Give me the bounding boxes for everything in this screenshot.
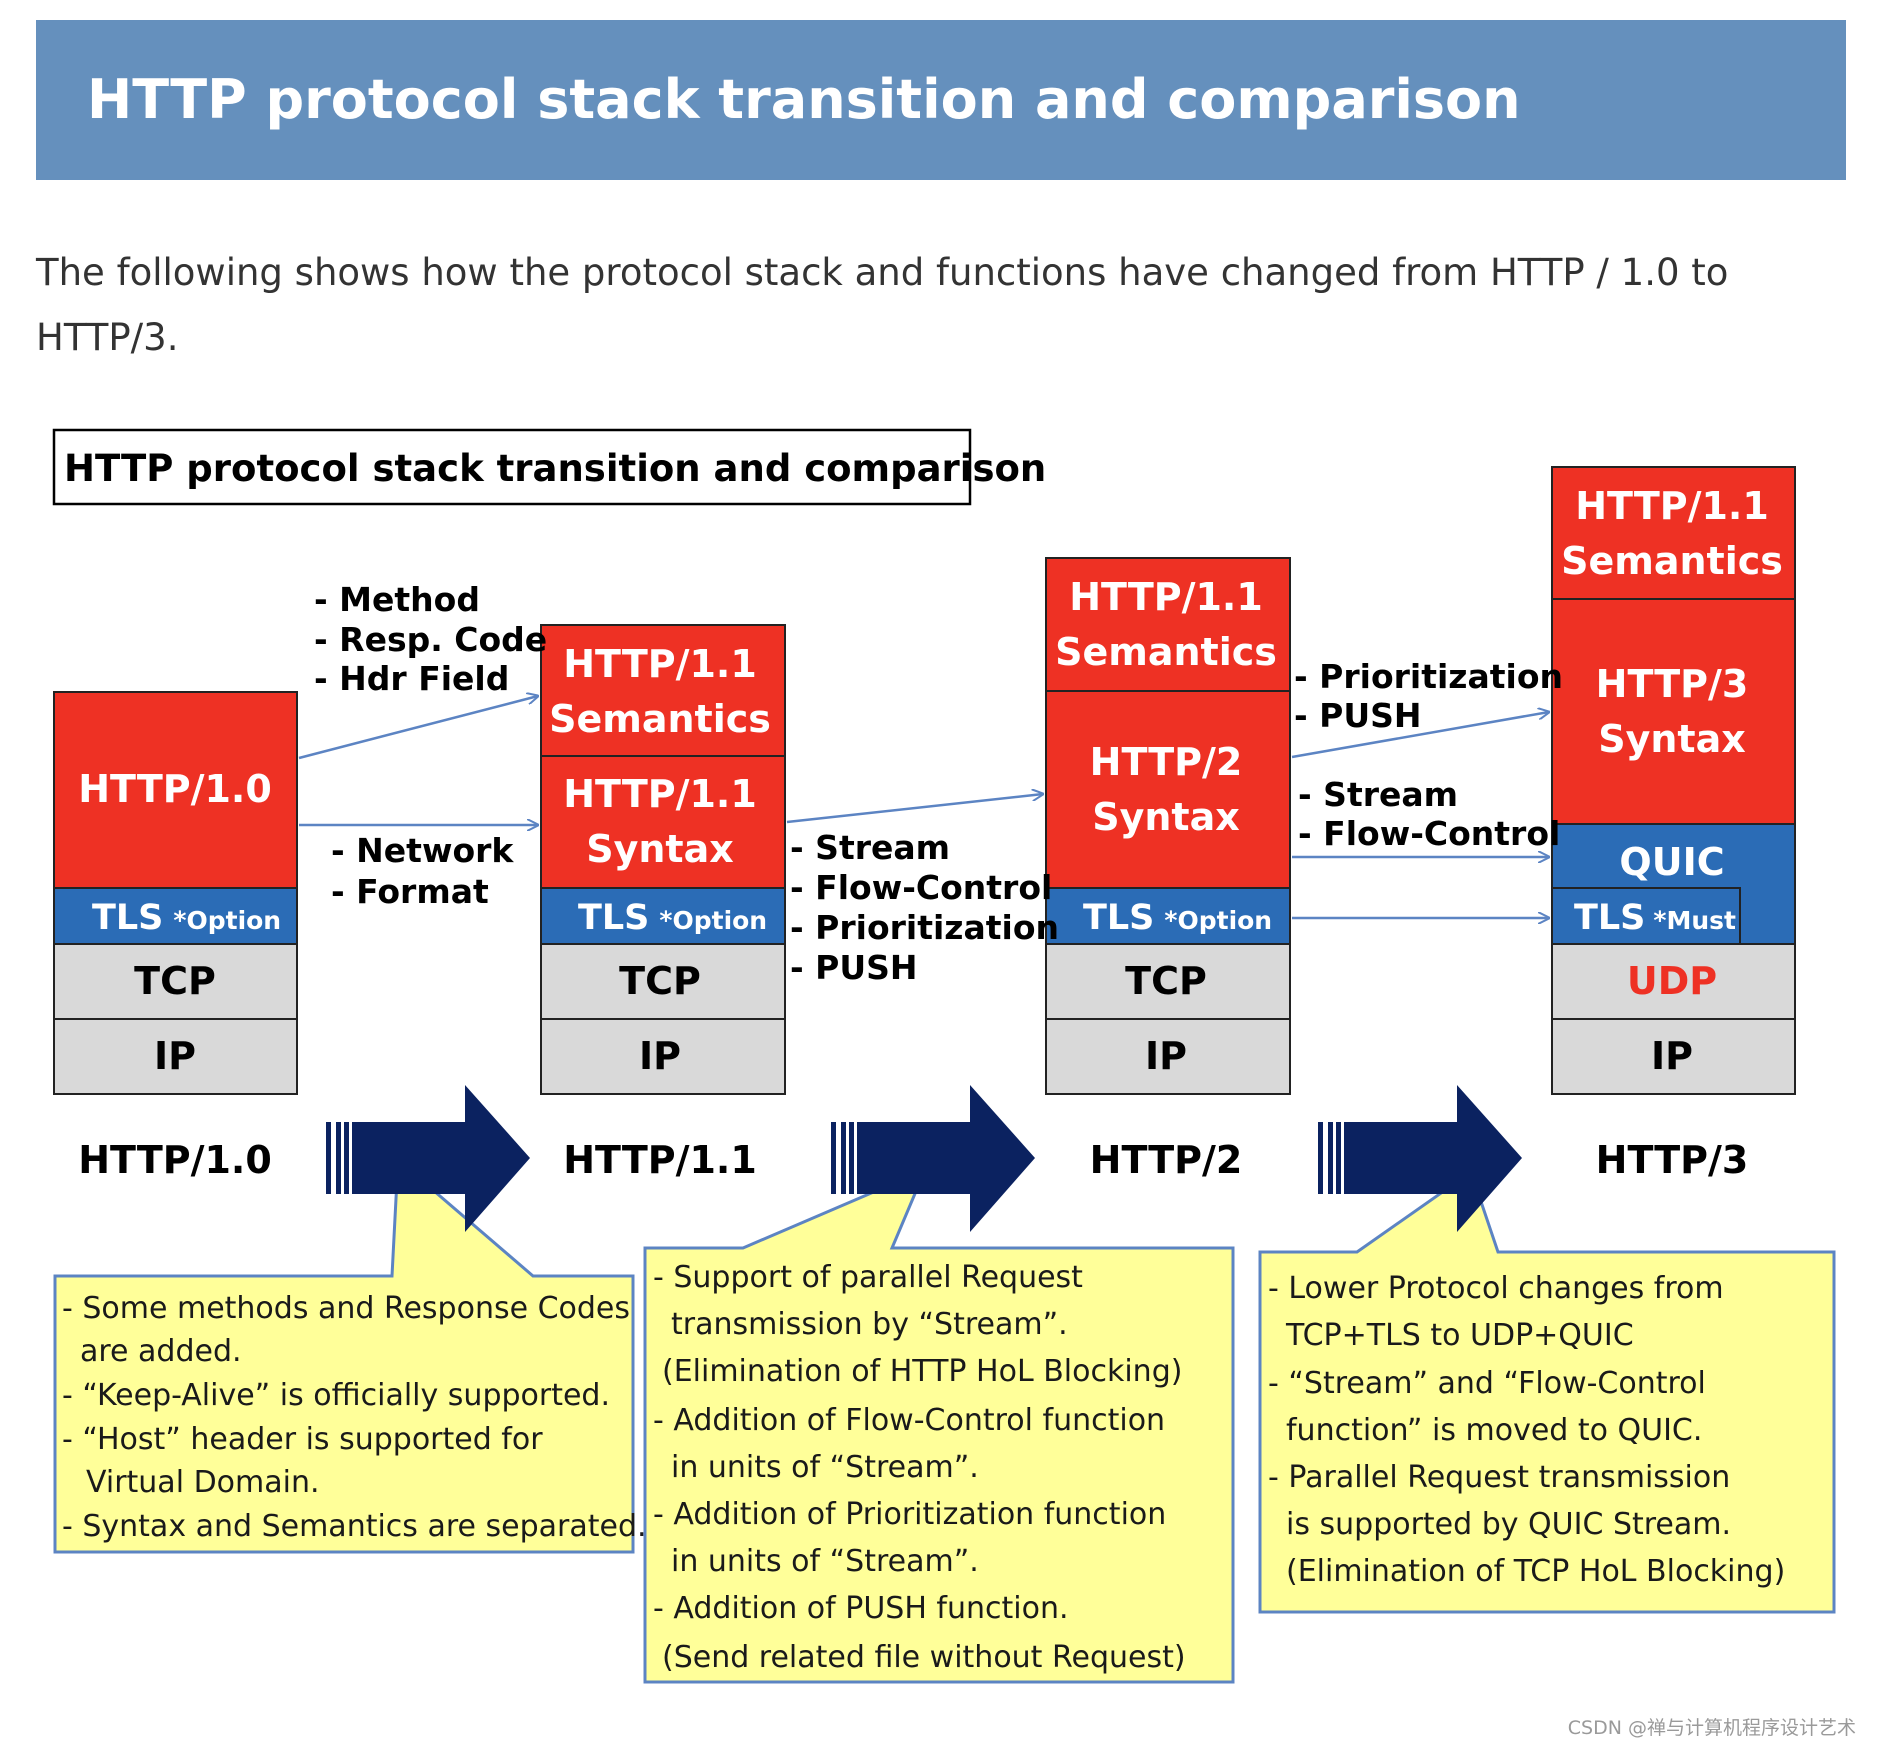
layer-http2-sem-2: Semantics — [1055, 630, 1277, 674]
big-arrow-2 — [831, 1085, 1035, 1232]
svg-text:- Prioritization: - Prioritization — [1294, 657, 1563, 696]
svg-text:- Parallel Request transmissio: - Parallel Request transmission — [1268, 1460, 1730, 1495]
svg-text:- Method: - Method — [314, 580, 480, 619]
svg-text:- Addition of PUSH function.: - Addition of PUSH function. — [653, 1591, 1069, 1626]
layer-http3-syn-1: HTTP/3 — [1596, 662, 1749, 706]
layer-http2-syn-2: Syntax — [1092, 795, 1240, 839]
svg-text:- Hdr Field: - Hdr Field — [314, 659, 509, 698]
layer-http2-tcp: TCP — [1125, 959, 1207, 1003]
version-label-http3: HTTP/3 — [1596, 1138, 1749, 1182]
layer-http3-quic: QUIC — [1619, 840, 1724, 884]
svg-text:- Network: - Network — [331, 831, 514, 870]
page-title: HTTP protocol stack transition and compa… — [87, 68, 1521, 131]
svg-text:- Flow-Control: - Flow-Control — [790, 868, 1052, 907]
big-arrow-3 — [1318, 1085, 1522, 1232]
svg-text:- Addition of Flow-Control fun: - Addition of Flow-Control function — [653, 1403, 1165, 1438]
stack-http11 — [540, 624, 786, 1095]
layer-http3-syn-2: Syntax — [1598, 717, 1746, 761]
svg-text:(Elimination of HTTP HoL Block: (Elimination of HTTP HoL Blocking) — [662, 1354, 1182, 1389]
layer-http2-tls: TLS*Option — [1083, 898, 1272, 938]
layer-http2-ip: IP — [1145, 1034, 1187, 1078]
diagram-title-box — [52, 428, 972, 506]
layer-http11-syn-1: HTTP/1.1 — [563, 772, 757, 816]
stack-http2 — [1045, 557, 1291, 1095]
svg-text:TCP+TLS to UDP+QUIC: TCP+TLS to UDP+QUIC — [1285, 1318, 1634, 1353]
version-label-http11: HTTP/1.1 — [563, 1138, 757, 1182]
layer-http3-udp: UDP — [1627, 959, 1717, 1003]
layer-http11-tcp: TCP — [619, 959, 701, 1003]
svg-text:- Lower Protocol changes from: - Lower Protocol changes from — [1268, 1271, 1724, 1306]
layer-http10-tcp: TCP — [134, 959, 216, 1003]
watermark: CSDN @禅与计算机程序设计艺术 — [1567, 1717, 1856, 1739]
svg-text:(Elimination of TCP HoL Blocki: (Elimination of TCP HoL Blocking) — [1286, 1554, 1785, 1589]
svg-text:in units of “Stream”.: in units of “Stream”. — [671, 1544, 979, 1579]
diagram-title: HTTP protocol stack transition and compa… — [64, 447, 1046, 490]
intro-paragraph: The following shows how the protocol sta… — [36, 251, 1729, 359]
svg-text:- Stream: - Stream — [1298, 775, 1458, 814]
stack-http10 — [53, 691, 298, 1095]
callout-1-bubble — [53, 1156, 635, 1554]
svg-text:Virtual Domain.: Virtual Domain. — [86, 1465, 320, 1500]
svg-text:- Addition of Prioritization f: - Addition of Prioritization function — [653, 1497, 1166, 1532]
svg-text:- Stream: - Stream — [790, 828, 950, 867]
svg-text:function” is moved to QUIC.: function” is moved to QUIC. — [1286, 1413, 1702, 1448]
svg-text:- “Stream” and “Flow-Control: - “Stream” and “Flow-Control — [1268, 1366, 1706, 1401]
layer-http3-tls: TLS*Must — [1574, 898, 1736, 938]
svg-text:transmission by “Stream”.: transmission by “Stream”. — [671, 1307, 1068, 1342]
callout-2-text: - Support of parallel Request transmissi… — [653, 1260, 1186, 1675]
svg-text:- Resp. Code: - Resp. Code — [314, 620, 547, 659]
arrow-t1-top — [298, 696, 538, 760]
svg-text:in units of “Stream”.: in units of “Stream”. — [671, 1450, 979, 1485]
layer-http3-sem-2: Semantics — [1561, 539, 1783, 583]
header-banner: HTTP protocol stack transition and compa… — [36, 20, 1846, 180]
svg-text:- Support of parallel Request: - Support of parallel Request — [653, 1260, 1083, 1295]
svg-text:- Syntax and Semantics are sep: - Syntax and Semantics are separated. — [62, 1509, 647, 1544]
layer-http2-syn-1: HTTP/2 — [1090, 740, 1243, 784]
arrow-t2 — [786, 794, 1043, 824]
svg-text:(Send related file without Req: (Send related file without Request) — [662, 1640, 1186, 1675]
svg-text:- “Keep-Alive” is officially s: - “Keep-Alive” is officially supported. — [62, 1378, 610, 1413]
svg-text:- Some methods and Response Co: - Some methods and Response Codes — [62, 1291, 630, 1326]
stack-http3 — [1551, 466, 1796, 1095]
version-label-http2: HTTP/2 — [1090, 1138, 1243, 1182]
version-label-http10: HTTP/1.0 — [78, 1138, 272, 1182]
transition-arrows — [298, 696, 1549, 918]
layer-http11-tls: TLS*Option — [578, 898, 767, 938]
svg-text:- PUSH: - PUSH — [790, 948, 918, 987]
layer-http11-sem-2: Semantics — [549, 697, 771, 741]
svg-text:- Flow-Control: - Flow-Control — [1298, 814, 1560, 853]
layer-http11-sem-1: HTTP/1.1 — [563, 642, 757, 686]
arrow-t3-top — [1291, 712, 1549, 759]
labels-t1-bottom: - Network - Format — [331, 831, 514, 911]
layer-http10-app: HTTP/1.0 — [78, 767, 272, 811]
svg-text:is supported by QUIC Stream.: is supported by QUIC Stream. — [1286, 1507, 1731, 1542]
svg-text:- “Host” header is supported f: - “Host” header is supported for — [62, 1422, 543, 1457]
labels-t1-top: - Method - Resp. Code - Hdr Field — [314, 580, 547, 698]
layer-http11-ip: IP — [639, 1034, 681, 1078]
layer-http10-ip: IP — [154, 1034, 196, 1078]
svg-text:- PUSH: - PUSH — [1294, 696, 1422, 735]
callout-3-text: - Lower Protocol changes from TCP+TLS to… — [1268, 1271, 1785, 1589]
layer-http3-ip: IP — [1651, 1034, 1693, 1078]
labels-t2: - Stream - Flow-Control - Prioritization… — [790, 828, 1059, 987]
svg-text:are added.: are added. — [80, 1334, 242, 1369]
labels-t3-top: - Prioritization - PUSH — [1294, 657, 1563, 735]
callout-1-text: - Some methods and Response Codes are ad… — [62, 1291, 647, 1544]
callout-2-bubble — [643, 1167, 1235, 1684]
layer-http10-tls: TLS*Option — [92, 898, 281, 938]
layer-http11-syn-2: Syntax — [586, 827, 734, 871]
layer-http3-sem-1: HTTP/1.1 — [1575, 484, 1769, 528]
svg-text:- Format: - Format — [331, 872, 489, 911]
callout-3-bubble — [1258, 1169, 1836, 1614]
big-arrow-1 — [326, 1085, 530, 1232]
labels-t3-mid: - Stream - Flow-Control — [1298, 775, 1560, 853]
svg-text:- Prioritization: - Prioritization — [790, 908, 1059, 947]
layer-http2-sem-1: HTTP/1.1 — [1069, 575, 1263, 619]
